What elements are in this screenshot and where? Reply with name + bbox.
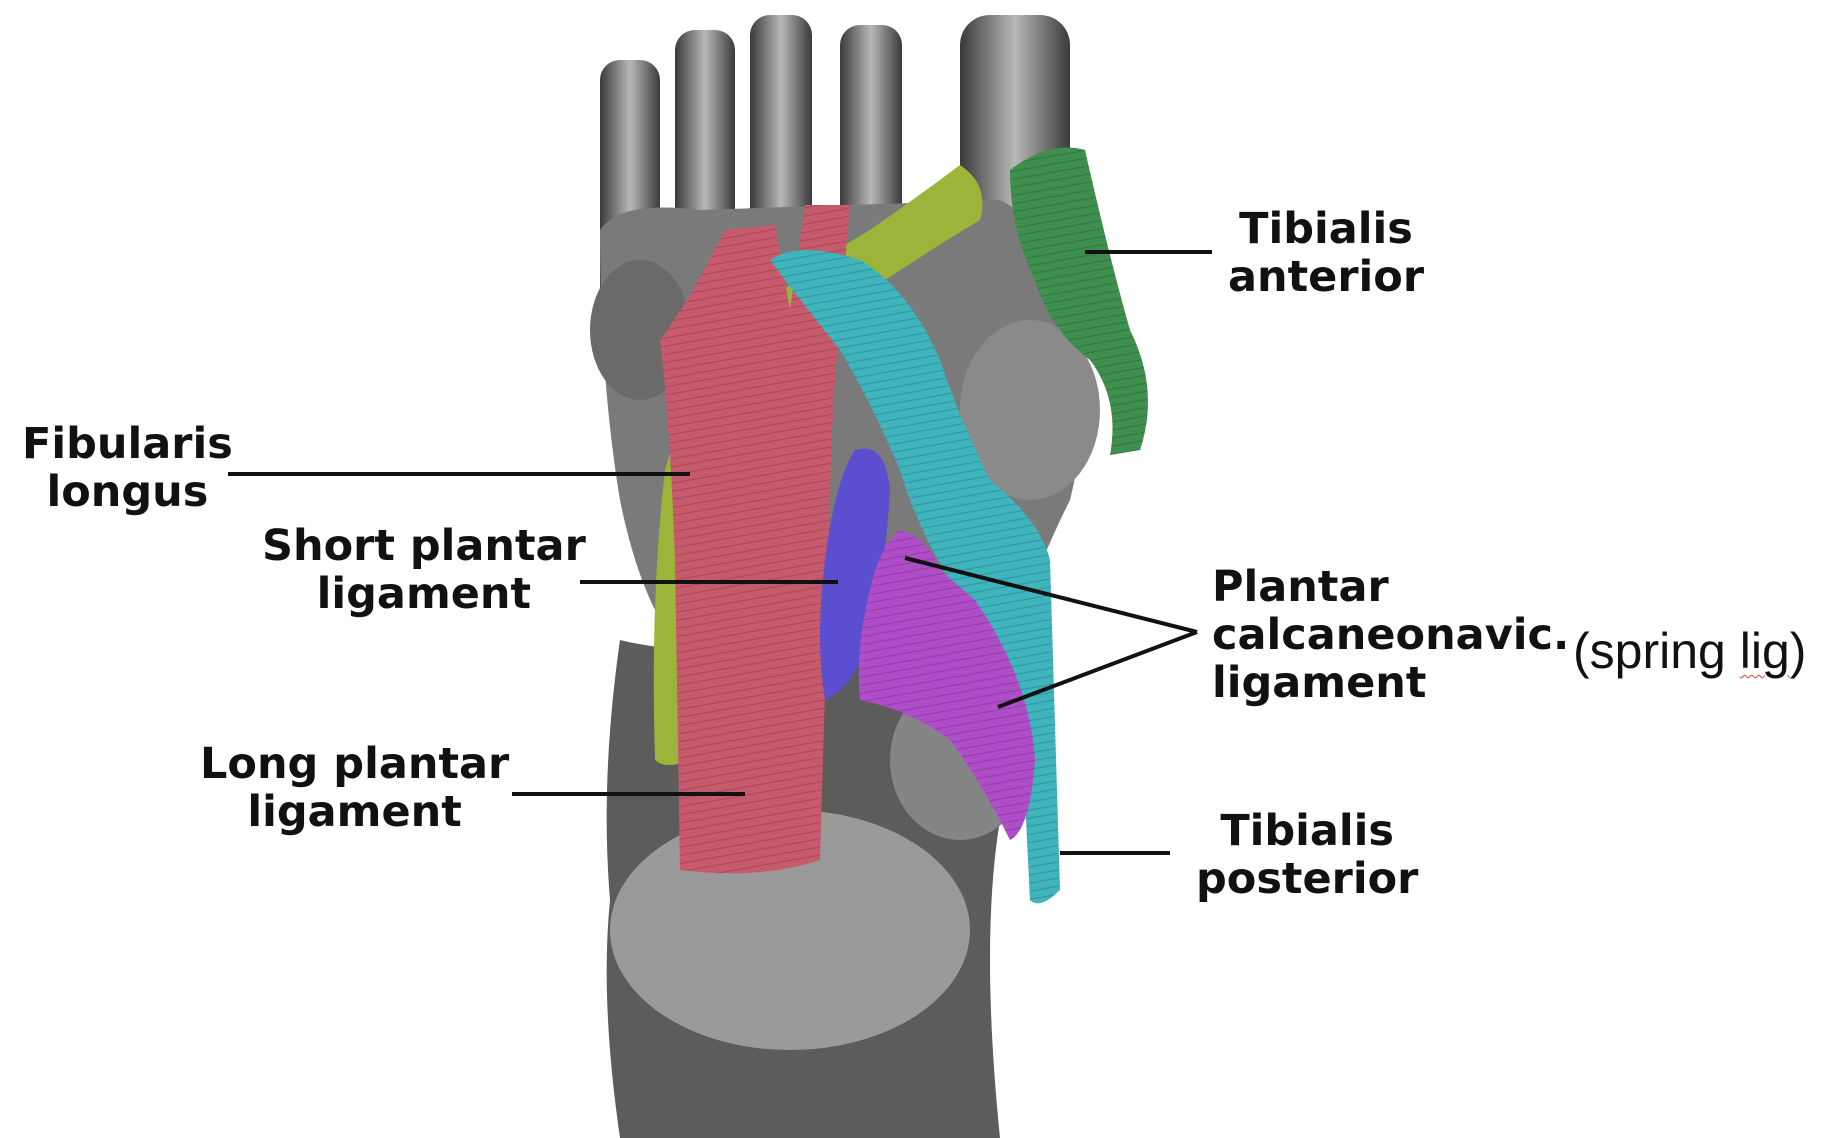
label-plantar-calcaneonavic-ligament: Plantar calcaneonavic. ligament <box>1212 562 1570 708</box>
leader-lines <box>228 250 1212 855</box>
navicular-bone <box>960 320 1100 500</box>
label-long-plantar-ligament: Long plantar ligament <box>200 739 510 837</box>
tibialis-posterior-fibers <box>770 250 1060 904</box>
spring-ligament-fibers <box>858 530 1035 840</box>
label-fibularis-longus: Fibularis longus <box>22 419 233 517</box>
short-plantar-ligament <box>820 448 890 700</box>
label-spring-ligament-note: (spring lig) <box>1573 623 1807 679</box>
leader-spring-upper <box>904 556 1198 634</box>
long-plantar-fibers <box>660 205 850 874</box>
tibialis-anterior-fibers <box>1010 147 1148 455</box>
label-tibialis-posterior: Tibialis posterior <box>1196 806 1419 904</box>
label-tibialis-anterior: Tibialis anterior <box>1228 204 1425 302</box>
leader-spring-lower <box>997 630 1198 709</box>
label-short-plantar-ligament: Short plantar ligament <box>262 521 586 619</box>
